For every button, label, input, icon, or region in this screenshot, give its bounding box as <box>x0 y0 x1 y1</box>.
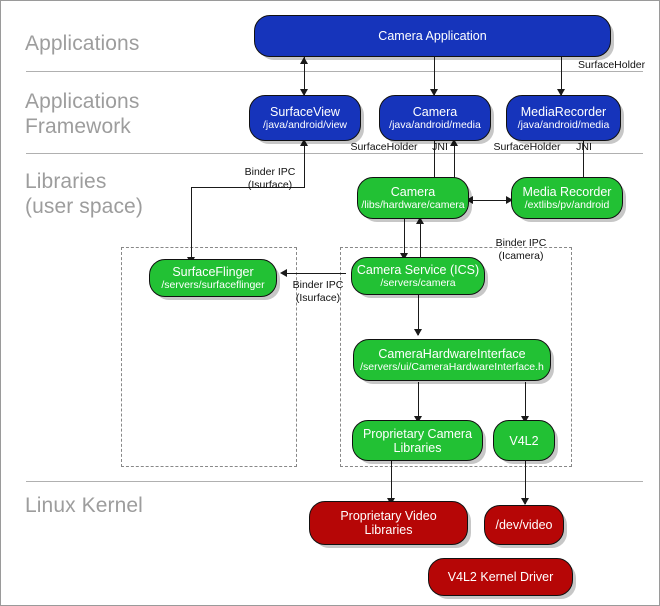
edge-service-surfaceflinger-arrow <box>280 269 287 277</box>
divider-applications <box>26 71 643 72</box>
node-surfaceview-path: /java/android/view <box>262 119 348 131</box>
edge-binder-isurface-horizontal <box>191 187 305 188</box>
edge-label-binder-ipc-isurface-service: Binder IPC (Isurface) <box>292 279 344 304</box>
node-camera-java-title: Camera <box>412 105 458 119</box>
edge-camera-mediarecorder-arrow-right <box>506 196 513 204</box>
node-proprietary-video-libraries[interactable]: Proprietary Video Libraries <box>309 501 468 545</box>
layer-label-linux-kernel: Linux Kernel <box>25 494 143 517</box>
node-media-recorder-native[interactable]: Media Recorder /extlibs/pv/android <box>511 177 623 219</box>
edge-proprietary-video-line <box>391 460 392 504</box>
node-camera-java-path: /java/android/media <box>389 119 481 131</box>
layer-label-applications-framework: Applications Framework <box>25 90 140 138</box>
node-camera-application-title: Camera Application <box>378 29 487 43</box>
node-camera-hardware-interface[interactable]: CameraHardwareInterface /servers/ui/Came… <box>353 339 551 381</box>
edge-app-mediarecorder-arrow <box>557 89 565 96</box>
node-surfaceflinger-title: SurfaceFlinger <box>172 265 254 279</box>
edge-camera-service-up-arrow <box>416 217 424 224</box>
edge-label-jni-camera: JNI <box>432 141 448 153</box>
node-mediarecorder[interactable]: MediaRecorder /java/android/media <box>506 95 621 141</box>
edge-chi-v4l2-line <box>525 382 526 422</box>
node-surfaceview-title: SurfaceView <box>270 105 340 119</box>
node-surfaceflinger-path: /servers/surfaceflinger <box>161 279 265 291</box>
camera-service-group-box <box>340 247 572 467</box>
edge-label-binder-ipc-isurface-top: Binder IPC (Isurface) <box>244 166 296 191</box>
edge-binder-isurface-vertical <box>191 187 192 263</box>
divider-applications-framework <box>26 153 643 154</box>
edge-label-surfaceholder-app-mediarecorder: SurfaceHolder <box>578 59 646 71</box>
edge-camera-service-down-line <box>404 219 405 259</box>
node-proprietary-camera-libraries-title-line1: Proprietary Camera <box>362 426 473 441</box>
node-camera-application[interactable]: Camera Application <box>254 15 611 57</box>
node-camera-native-path: /libs/hardware/camera <box>361 199 465 211</box>
surfaceflinger-group-box <box>121 247 297 467</box>
edge-label-surfaceholder-camera-mediarecorder: SurfaceHolder <box>493 141 561 153</box>
edge-label-binder-ipc-icamera: Binder IPC (Icamera) <box>495 237 547 262</box>
node-proprietary-camera-libraries[interactable]: Proprietary Camera Libraries <box>352 420 483 461</box>
layer-label-applications: Applications <box>25 32 140 55</box>
edge-camera-service-up-line <box>420 219 421 259</box>
node-proprietary-video-libraries-title-line2: Libraries <box>364 523 413 537</box>
node-camera-service[interactable]: Camera Service (ICS) /servers/camera <box>351 257 485 295</box>
node-camera-service-title: Camera Service (ICS) <box>356 263 480 277</box>
edge-service-chi-line <box>418 293 419 335</box>
edge-camera-mediarecorder-line <box>469 200 511 201</box>
node-mediarecorder-title: MediaRecorder <box>520 105 607 119</box>
node-proprietary-camera-libraries-title-line2: Libraries <box>393 440 442 455</box>
edge-camera-java-down-line <box>434 141 435 187</box>
edge-service-chi-arrow <box>414 329 422 336</box>
edge-chi-proprietary-arrow <box>414 416 422 423</box>
edge-app-camera-line <box>434 57 435 95</box>
node-camera-hardware-interface-title: CameraHardwareInterface <box>378 347 526 361</box>
edge-camera-service-down-arrow <box>400 253 408 260</box>
node-v4l2[interactable]: V4L2 <box>493 420 555 461</box>
node-camera-hardware-interface-path: /servers/ui/CameraHardwareInterface.h <box>360 361 544 373</box>
edge-camera-native-up-line <box>454 141 455 187</box>
node-camera-native[interactable]: Camera /libs/hardware/camera <box>357 177 469 219</box>
edge-v4l2-devvideo-line <box>525 460 526 504</box>
edge-app-mediarecorder-line <box>561 57 562 95</box>
edge-mediarecorder-down-line <box>583 141 584 187</box>
node-camera-native-title: Camera <box>390 185 436 199</box>
edge-app-surfaceview-arrow-down <box>300 89 308 96</box>
edge-label-surfaceholder-surfaceview-camera: SurfaceHolder <box>350 141 418 153</box>
node-dev-video[interactable]: /dev/video <box>484 505 564 545</box>
edge-chi-proprietary-line <box>418 382 419 422</box>
edge-app-surfaceview-line <box>304 57 305 95</box>
edge-app-camera-arrow <box>430 89 438 96</box>
node-v4l2-kernel-driver[interactable]: V4L2 Kernel Driver <box>428 558 573 596</box>
node-v4l2-kernel-driver-title: V4L2 Kernel Driver <box>447 570 554 584</box>
edge-v4l2-devvideo-arrow <box>521 498 529 505</box>
node-v4l2-title: V4L2 <box>509 433 539 448</box>
edge-app-surfaceview-arrow-up <box>300 57 308 64</box>
node-media-recorder-native-title: Media Recorder <box>522 185 612 199</box>
divider-libraries <box>26 481 643 482</box>
edge-surfaceview-binder-line <box>304 141 305 187</box>
edge-surfaceview-binder-arrow <box>300 139 308 146</box>
layer-label-libraries: Libraries (user space) <box>25 170 143 218</box>
node-proprietary-video-libraries-title-line1: Proprietary Video <box>340 509 437 523</box>
node-mediarecorder-path: /java/android/media <box>517 119 610 131</box>
edge-chi-v4l2-arrow <box>521 416 529 423</box>
edge-camera-mediarecorder-arrow-left <box>466 196 473 204</box>
node-camera-java[interactable]: Camera /java/android/media <box>379 95 491 141</box>
node-surfaceview[interactable]: SurfaceView /java/android/view <box>249 95 361 141</box>
edge-camera-native-up-arrow <box>450 139 458 146</box>
node-surfaceflinger[interactable]: SurfaceFlinger /servers/surfaceflinger <box>149 259 277 297</box>
node-media-recorder-native-path: /extlibs/pv/android <box>524 199 610 211</box>
node-dev-video-title: /dev/video <box>495 518 553 532</box>
edge-label-jni-mediarecorder: JNI <box>576 141 592 153</box>
node-camera-service-path: /servers/camera <box>380 277 456 289</box>
edge-service-surfaceflinger-line <box>284 273 346 274</box>
